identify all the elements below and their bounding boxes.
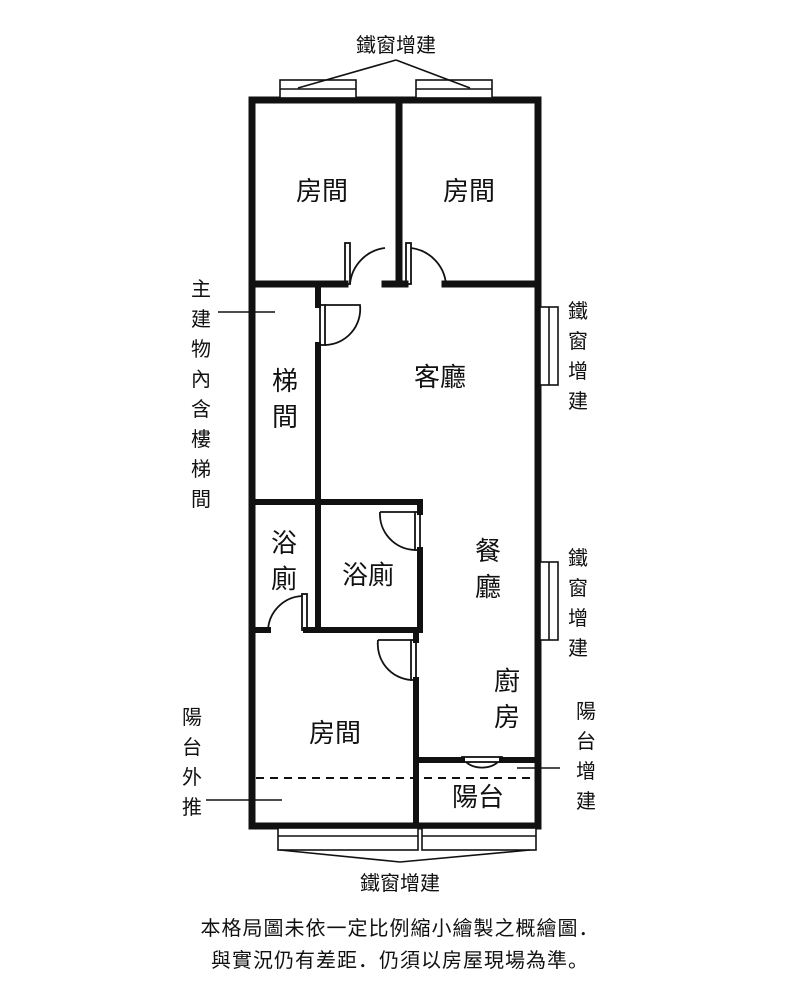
door-bath-right <box>379 511 421 551</box>
label-kitchen: 廚房 <box>494 667 520 733</box>
label-dining-room: 餐廳 <box>475 537 501 603</box>
windows <box>277 79 559 851</box>
room-labels: 房間 房間 梯間 客廳 浴廁 浴廁 餐廳 廚房 房間 陽台 <box>271 177 520 813</box>
door-bedroom-left <box>344 242 386 285</box>
door-stairwell <box>319 304 362 346</box>
door-bath-left <box>267 593 308 631</box>
window-bottom-left <box>277 827 419 851</box>
label-bedroom-bottom: 房間 <box>309 719 361 749</box>
annotation-stairs-note: 主建物內含樓梯間 <box>191 277 211 511</box>
door-bedroom-bottom <box>376 639 417 681</box>
annotations: 鐵窗增建 鐵窗增建 鐵窗增建 鐵窗增建 主建物內含樓梯間 陽台外推 陽台增建 <box>182 33 596 895</box>
disclaimer-line-2: 與實況仍有差距．仍須以房屋現場為準。 <box>211 948 589 972</box>
annotation-window-top: 鐵窗增建 <box>356 33 436 57</box>
label-living-room: 客廳 <box>414 363 466 393</box>
label-stair-hall: 梯間 <box>272 367 298 433</box>
label-bath-left: 浴廁 <box>271 529 297 595</box>
annotation-balcony-pushout: 陽台外推 <box>182 705 202 819</box>
annotation-window-right-upper: 鐵窗增建 <box>568 299 588 413</box>
leader-lines <box>206 59 560 863</box>
label-bath-right: 浴廁 <box>342 561 394 591</box>
label-bedroom-top-right: 房間 <box>443 177 495 207</box>
window-bottom-right <box>421 827 537 851</box>
walls <box>248 96 542 830</box>
label-bedroom-top-left: 房間 <box>296 177 348 207</box>
door-balcony <box>461 756 503 769</box>
door-bedroom-right <box>405 242 447 285</box>
disclaimer-line-1: 本格局圖未依一定比例縮小繪製之概繪圖． <box>200 916 600 940</box>
annotation-balcony-addition: 陽台增建 <box>576 699 596 813</box>
label-balcony: 陽台 <box>452 783 504 813</box>
annotation-window-bottom: 鐵窗增建 <box>360 871 440 895</box>
annotation-window-right-lower: 鐵窗增建 <box>568 546 588 660</box>
doors <box>267 242 503 769</box>
